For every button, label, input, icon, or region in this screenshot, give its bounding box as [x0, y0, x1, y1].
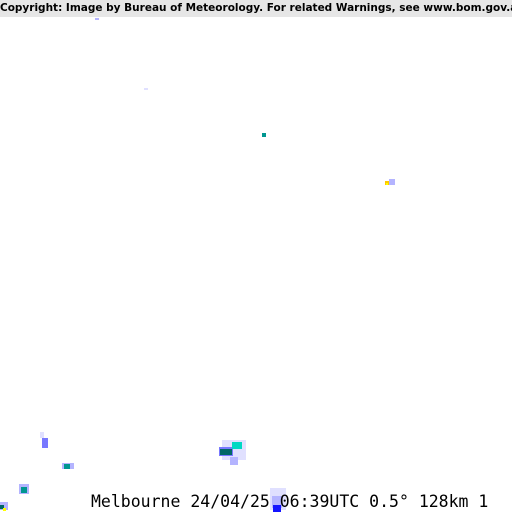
echo-bottom-c	[220, 449, 232, 455]
echo-lower-3b	[21, 487, 27, 493]
echo-cell-right-c	[386, 183, 388, 185]
copyright-banner: Copyright: Image by Bureau of Meteorolog…	[0, 0, 512, 17]
echo-lower-1b	[42, 438, 48, 448]
echo-lower-2b	[64, 464, 70, 469]
echo-cell-right-b	[389, 179, 395, 185]
echo-caption-c	[273, 505, 281, 512]
echo-speck-1	[95, 18, 99, 20]
copyright-text: Copyright: Image by Bureau of Meteorolog…	[0, 2, 512, 14]
echo-bottom-d	[232, 442, 242, 449]
echo-lower-4c	[3, 508, 6, 511]
echo-speck-2	[144, 88, 148, 90]
caption-text: Melbourne 24/04/25 06:39UTC 0.5° 128km 1	[91, 492, 489, 511]
echo-lower-1a	[40, 432, 44, 438]
echo-lower-4b	[0, 505, 4, 509]
echo-caption-b	[272, 496, 282, 508]
echo-bottom-e	[230, 457, 238, 465]
radar-caption: Melbourne 24/04/25 06:39UTC 0.5° 128km 1	[91, 492, 488, 512]
echo-cell-center	[262, 133, 266, 137]
